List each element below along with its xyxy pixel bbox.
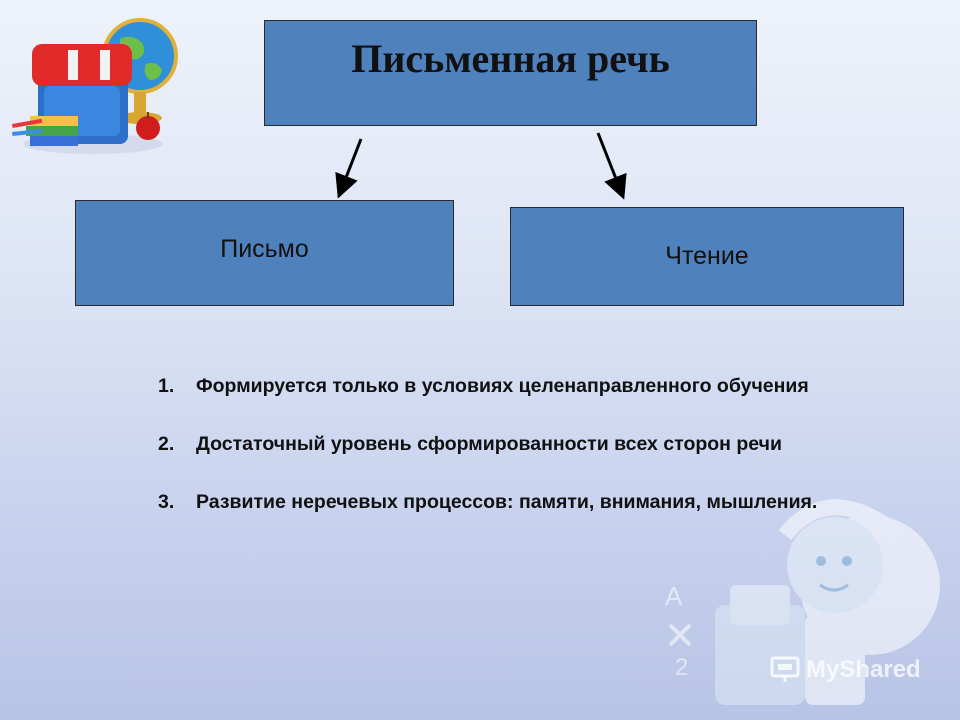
presentation-icon [770,656,800,682]
arrow-to-chtenie [596,132,627,200]
list-item: 3. Развитие неречевых процессов: памяти,… [158,488,878,516]
root-node-label: Письменная речь [351,36,670,81]
child-with-backpack-illustration: A 2 [665,499,940,705]
list-item-text: Достаточный уровень сформированности все… [196,433,782,455]
root-node: Письменная речь [264,20,757,126]
watermark: MyShared [770,656,921,684]
list-item: 2. Достаточный уровень сформированности … [158,430,878,458]
features-list: 1. Формируется только в условиях целенап… [158,372,878,546]
branch-node-label: Чтение [665,242,749,270]
list-item-number: 3. [158,491,175,513]
branch-node-pismo: Письмо [75,200,454,306]
list-item-number: 1. [158,375,175,397]
branch-node-chtenie: Чтение [510,207,904,306]
svg-text:2: 2 [675,654,688,681]
svg-text:A: A [665,581,683,611]
arrow-to-pismo [335,138,363,199]
list-item-number: 2. [158,433,175,455]
watermark-text: MyShared [806,656,921,683]
list-item-text: Формируется только в условиях целенаправ… [196,375,809,397]
branch-node-label: Письмо [220,234,309,263]
list-item: 1. Формируется только в условиях целенап… [158,372,878,400]
list-item-text: Развитие неречевых процессов: памяти, вн… [196,491,818,513]
school-backpack-globe-illustration [12,18,178,154]
